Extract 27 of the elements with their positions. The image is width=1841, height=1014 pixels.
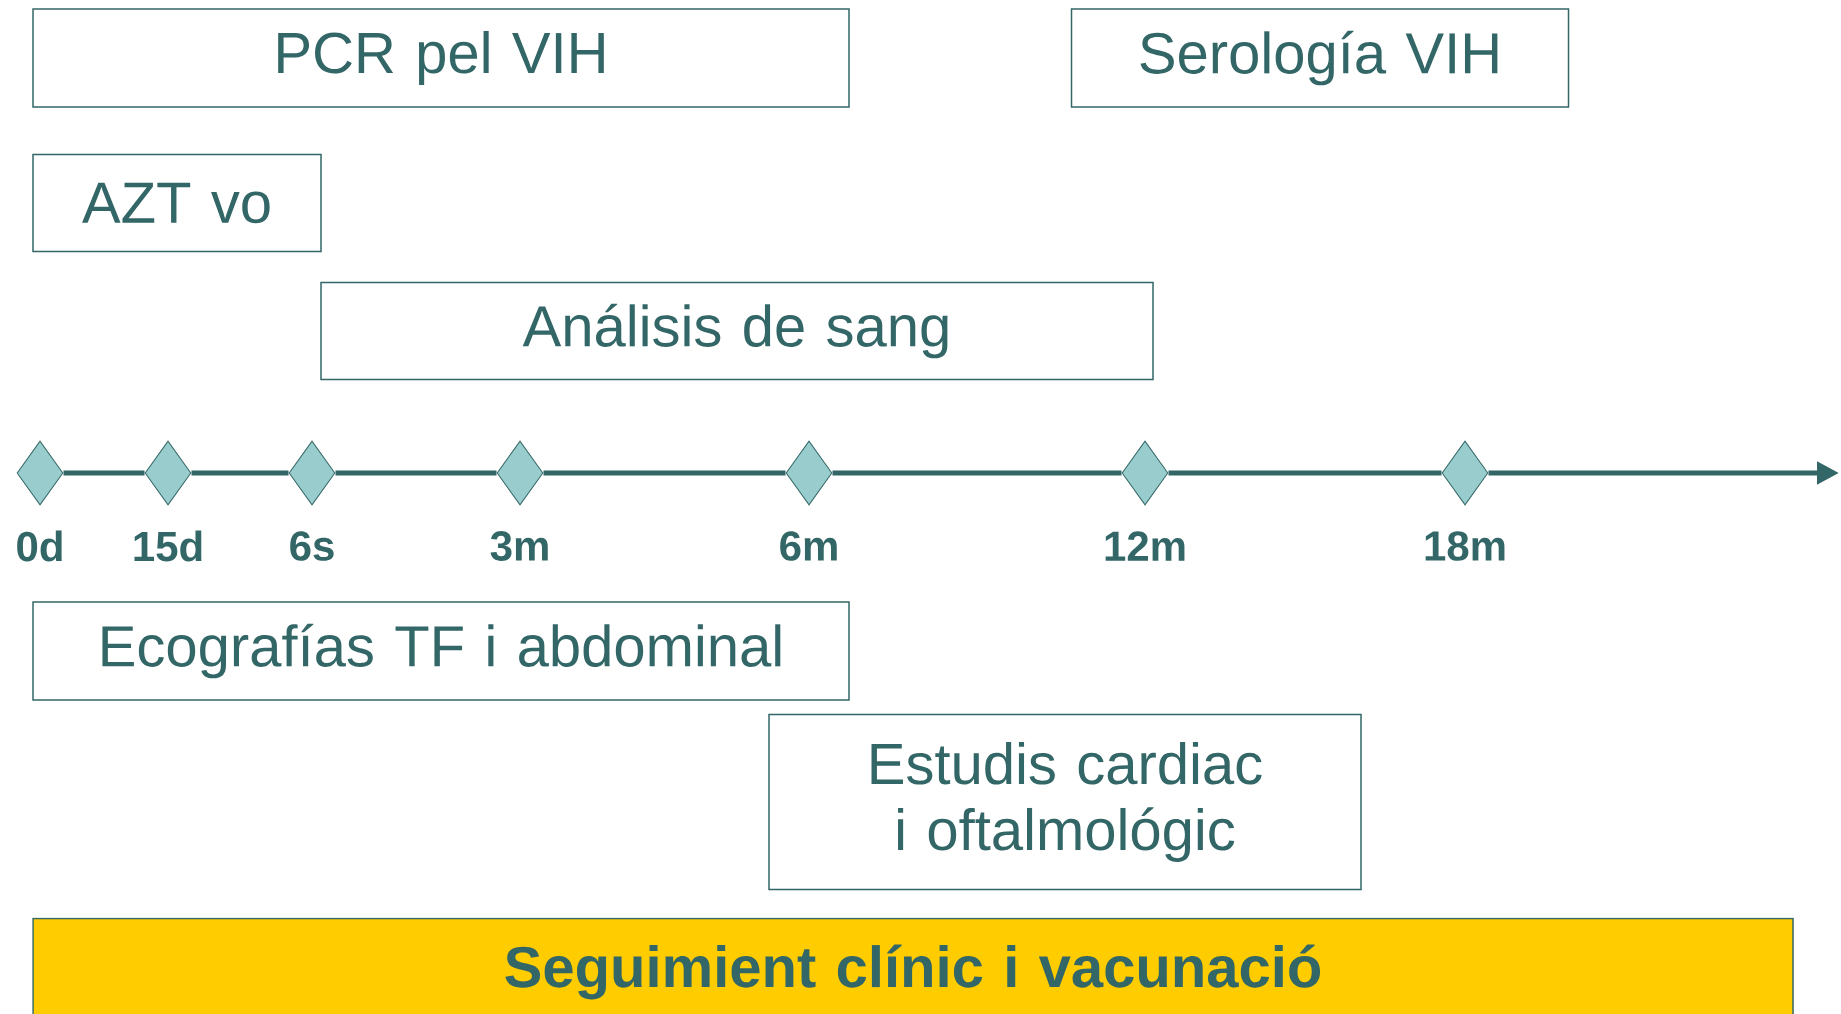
task-box: Serología VIH bbox=[1070, 8, 1570, 108]
task-box: Ecografías TF i abdominal bbox=[32, 601, 850, 701]
task-box: AZT vo bbox=[32, 153, 322, 253]
diamond-marker bbox=[496, 440, 544, 506]
tick-label: 18m bbox=[1425, 531, 1505, 561]
timeline-line bbox=[543, 470, 786, 476]
diamond-marker bbox=[1441, 440, 1489, 506]
timeline-line bbox=[191, 470, 289, 476]
tick-label: 3m bbox=[490, 531, 548, 561]
timeline-line bbox=[1168, 470, 1442, 476]
diamond-marker bbox=[144, 440, 192, 506]
task-box: Análisis de sang bbox=[320, 281, 1154, 381]
tick-label: 6s bbox=[290, 531, 334, 561]
timeline-line bbox=[63, 470, 145, 476]
task-box: Estudis cardiac i oftalmológic bbox=[768, 713, 1362, 891]
tick-label: 0d bbox=[17, 530, 62, 562]
banner-box: Seguimient clínic i vacunació bbox=[32, 917, 1794, 1014]
diamond-marker bbox=[16, 440, 64, 506]
timeline-line bbox=[832, 470, 1122, 476]
diamond-marker bbox=[1121, 440, 1169, 506]
timeline-line bbox=[335, 470, 497, 476]
task-box: PCR pel VIH bbox=[32, 8, 850, 108]
diamond-marker bbox=[288, 440, 336, 506]
tick-label: 6m bbox=[780, 531, 837, 561]
diamond-marker bbox=[785, 440, 833, 506]
tick-label: 12m bbox=[1105, 531, 1185, 561]
tick-label: 15d bbox=[134, 530, 202, 562]
